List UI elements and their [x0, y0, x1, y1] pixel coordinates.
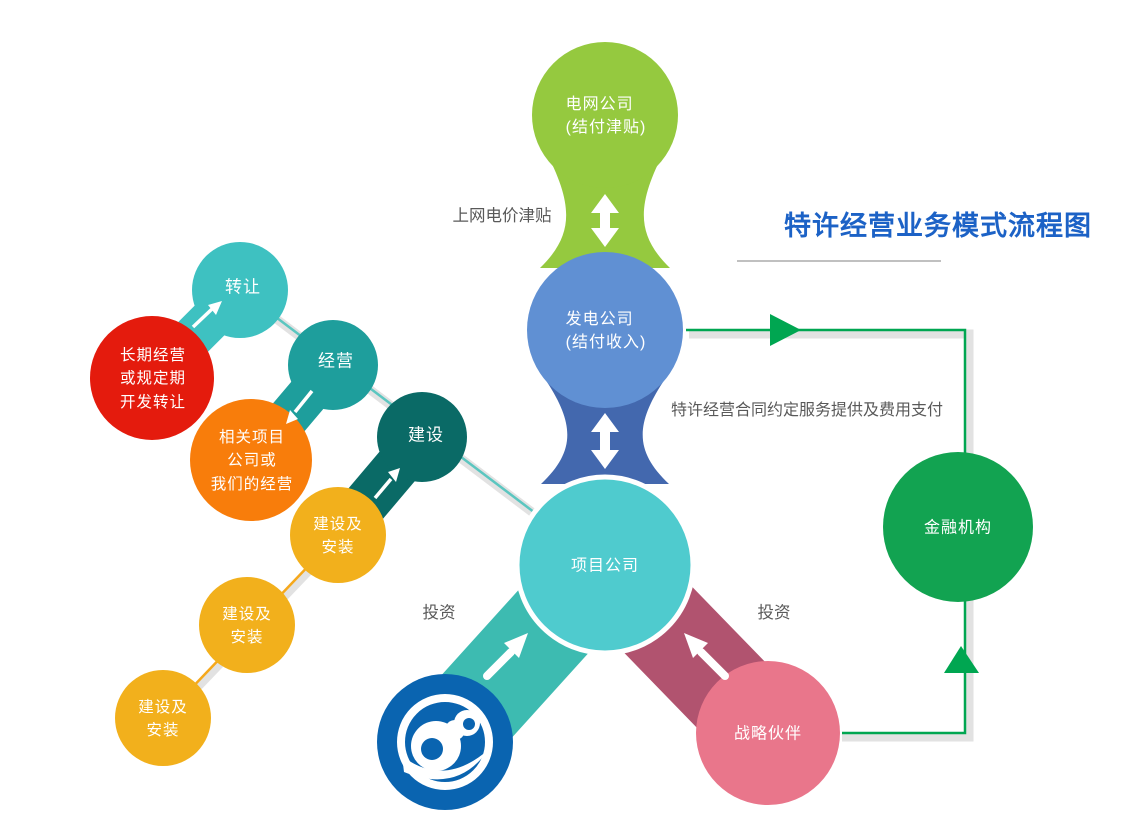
operate-arrow-icon	[293, 389, 314, 414]
node-project-company-circle	[514, 474, 696, 656]
ribbon-arrows	[483, 633, 729, 680]
build-arrow-icon	[373, 477, 393, 500]
label-contract: 特许经营合同约定服务提供及费用支付	[671, 402, 944, 419]
node-build-circle	[377, 392, 467, 482]
invest-left-arrowhead-icon	[504, 633, 528, 658]
logo-small-hole	[463, 718, 475, 730]
node-longterm-circle	[90, 316, 214, 440]
invest-right-arrow-icon	[697, 648, 729, 680]
invest-left-arrow-icon	[483, 648, 515, 680]
node-finance-circle	[883, 452, 1033, 602]
stem-arrows	[191, 301, 400, 500]
flow-arrow-up-icon	[944, 646, 979, 673]
flow-arrow-right-icon	[770, 314, 801, 346]
node-related-circle	[190, 399, 312, 521]
node-build-install-1-circle	[290, 487, 386, 583]
node-build-install-2-circle	[199, 577, 295, 673]
double-arrow-power-project-icon	[591, 413, 619, 469]
logo-swirl-hole	[421, 738, 443, 760]
node-operate-circle	[288, 320, 378, 410]
logo-wave-icon	[402, 750, 488, 780]
transfer-arrowhead-icon	[208, 301, 222, 315]
company-logo	[377, 674, 513, 810]
node-grid-company-circle	[532, 42, 678, 188]
node-build-install-3-circle	[115, 670, 211, 766]
node-partner-circle	[696, 661, 840, 805]
logo-ring-icon	[397, 694, 493, 790]
page-title: 特许经营业务模式流程图	[784, 211, 1092, 241]
build-arrowhead-icon	[388, 468, 400, 482]
transfer-arrow-icon	[191, 307, 214, 329]
operate-arrowhead-icon	[286, 410, 298, 424]
invest-right-arrowhead-icon	[684, 633, 708, 658]
node-transfer-circle	[192, 242, 288, 338]
double-arrow-grid-power-icon	[591, 194, 619, 247]
node-power-company-circle	[527, 252, 683, 408]
